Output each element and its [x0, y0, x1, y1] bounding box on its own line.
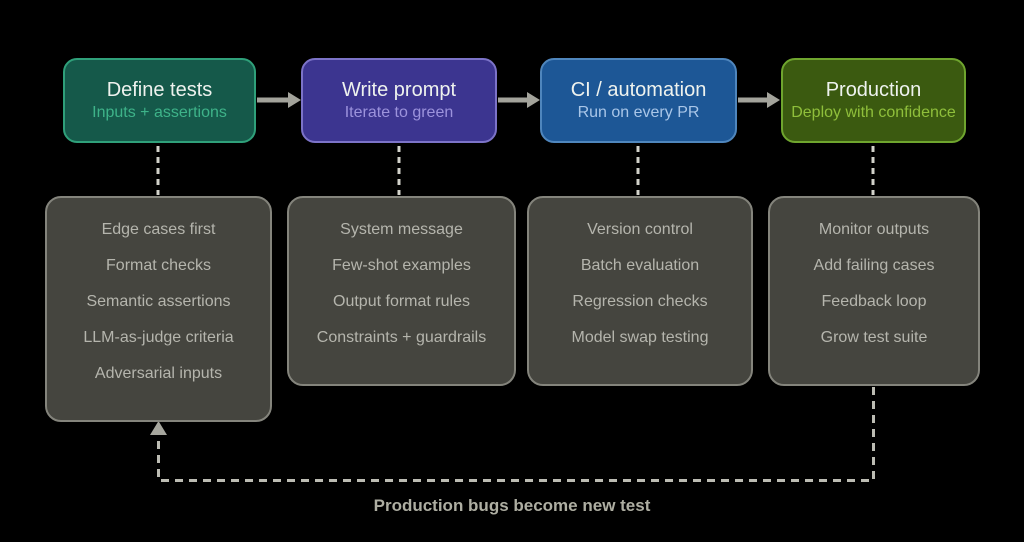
- feedback-loop-caption: Production bugs become new test: [373, 496, 651, 515]
- panel-item: Edge cases first: [101, 221, 216, 238]
- stage-subtitle: Run on every PR: [577, 104, 700, 121]
- stage-title: CI / automation: [570, 79, 707, 101]
- stage-subtitle: Inputs + assertions: [92, 104, 227, 121]
- panel-item: Format checks: [106, 257, 211, 274]
- panel-item: Batch evaluation: [580, 257, 700, 274]
- panel-item: Feedback loop: [821, 293, 927, 310]
- stage-subtitle: Deploy with confidence: [791, 104, 956, 121]
- panel-define-tests: Edge cases first Format checks Semantic …: [45, 196, 272, 422]
- panel-item: Monitor outputs: [818, 221, 930, 238]
- stage-production: Production Deploy with confidence: [781, 58, 966, 143]
- stage-define-tests: Define tests Inputs + assertions: [63, 58, 256, 143]
- panel-item: Few-shot examples: [332, 257, 471, 274]
- stage-write-prompt: Write prompt Iterate to green: [301, 58, 497, 143]
- panel-item: Version control: [587, 221, 693, 238]
- panel-production: Monitor outputs Add failing cases Feedba…: [768, 196, 980, 386]
- stage-title: Define tests: [106, 79, 213, 101]
- panel-item: Add failing cases: [813, 257, 935, 274]
- flow-arrow-1-icon: [257, 92, 301, 108]
- panel-item: Regression checks: [572, 293, 708, 310]
- panel-item: System message: [340, 221, 463, 238]
- panel-item: Model swap testing: [571, 329, 709, 346]
- feedback-arrowhead-icon: [150, 421, 167, 435]
- flow-arrow-3-icon: [738, 92, 780, 108]
- panel-write-prompt: System message Few-shot examples Output …: [287, 196, 516, 386]
- stage-title: Production: [825, 79, 922, 101]
- stage-subtitle: Iterate to green: [344, 104, 454, 121]
- panel-item: Grow test suite: [820, 329, 928, 346]
- panel-item: Output format rules: [333, 293, 470, 310]
- panel-item: LLM-as-judge criteria: [83, 329, 234, 346]
- panel-ci-automation: Version control Batch evaluation Regress…: [527, 196, 753, 386]
- stage-title: Write prompt: [341, 79, 457, 101]
- panel-item: Adversarial inputs: [94, 365, 223, 382]
- panel-item: Constraints + guardrails: [316, 329, 487, 346]
- stage-ci-automation: CI / automation Run on every PR: [540, 58, 737, 143]
- panel-item: Semantic assertions: [86, 293, 231, 310]
- flow-arrow-2-icon: [498, 92, 540, 108]
